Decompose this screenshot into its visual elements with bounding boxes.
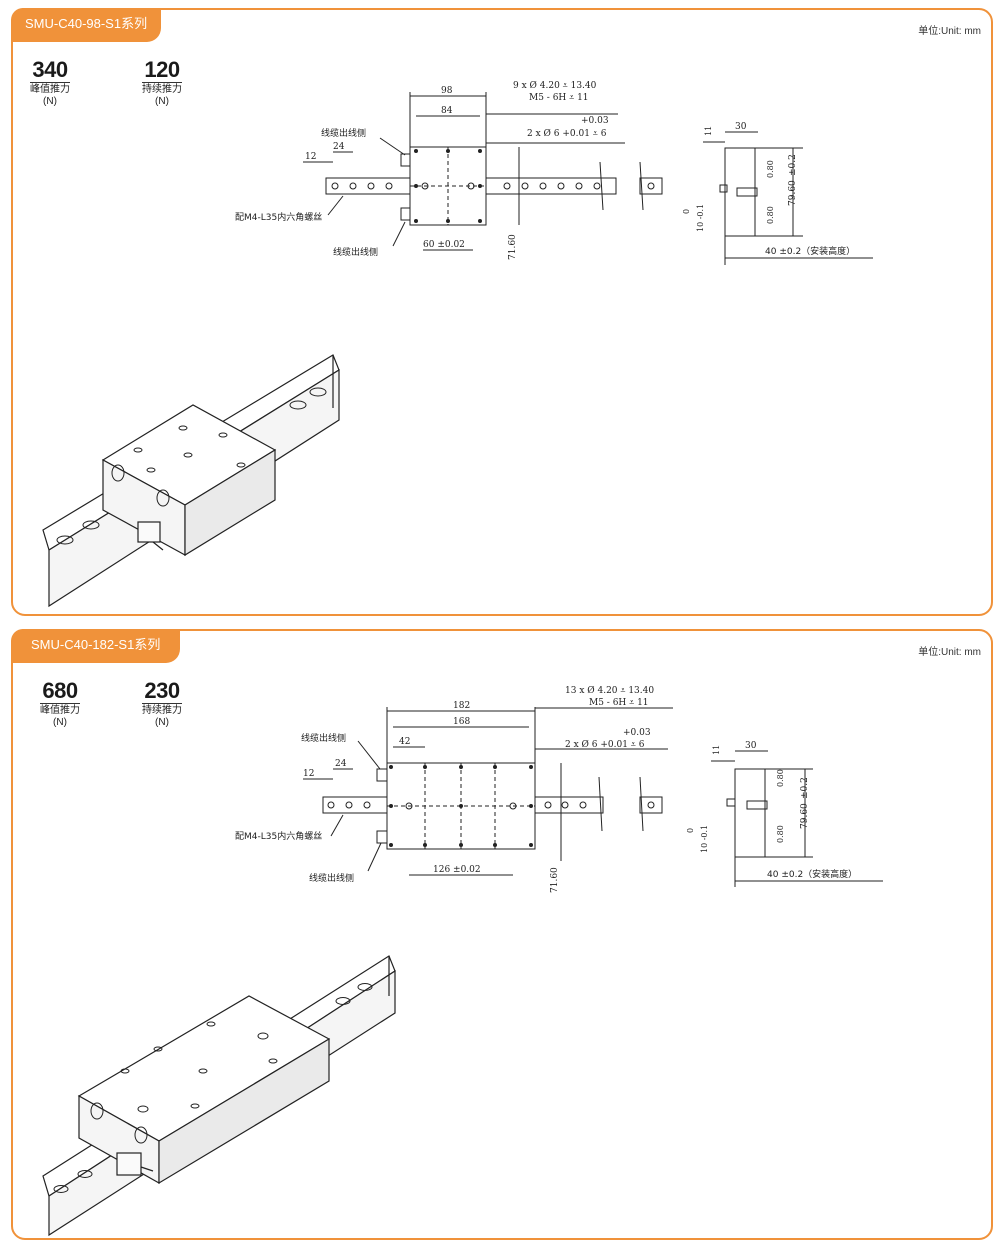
peak-force-label: 峰值推力 <box>40 705 80 716</box>
cable-connector <box>376 768 388 782</box>
cable-side-label: 线缆出线侧 <box>301 732 346 744</box>
dim-holes: 9 x Ø 4.20 ⩡ 13.40 <box>513 80 597 91</box>
side-width: 30 <box>735 122 747 132</box>
continuous-force-label: 持续推力 <box>142 705 182 716</box>
continuous-force: 120 持续推力 (N) <box>137 57 187 108</box>
dim-holes: 13 x Ø 4.20 ⩡ 13.40 <box>565 685 654 696</box>
dim-pitch: 24 <box>333 142 345 152</box>
dim-hole-span: 60 ±0.02 <box>423 240 465 250</box>
side-tol1: 0.80 <box>776 769 785 787</box>
unit-label: 单位:Unit: mm <box>918 647 981 658</box>
mount-height: 40 ±0.2（安装高度） <box>765 245 855 257</box>
dim-tol-top: +0.03 <box>581 116 609 126</box>
cable-connector <box>400 153 411 167</box>
cable-side-label: 线缆出线侧 <box>309 872 354 884</box>
technical-drawing: 182 168 42 24 12 126 ±0.02 71.60 13 x Ø … <box>42 685 883 1237</box>
peak-force-unit: (N) <box>53 717 67 728</box>
peak-force-label: 峰值推力 <box>30 84 70 95</box>
side-gap: 11 <box>712 745 721 755</box>
continuous-force-unit: (N) <box>155 717 169 728</box>
side-neg: 10 -0.1 <box>700 825 709 853</box>
peak-force: 340 峰值推力 (N) <box>25 57 75 108</box>
side-height: 79.60 <box>788 180 798 206</box>
side-view-block <box>724 147 756 237</box>
unit-label: 单位:Unit: mm <box>918 26 981 37</box>
cable-connector <box>376 830 388 844</box>
dim-inner: 84 <box>441 106 453 116</box>
dim-end: 12 <box>305 152 316 162</box>
series-tag: SMU-C40-182-S1系列 <box>11 629 181 663</box>
side-tol2: 0.80 <box>776 825 785 843</box>
side-view-block <box>734 768 766 858</box>
side-tol2: 0.80 <box>766 206 775 224</box>
isometric-illustration <box>42 354 340 608</box>
cable-side-label: 线缆出线侧 <box>321 127 366 139</box>
continuous-force-label: 持续推力 <box>142 84 182 95</box>
dim-thread: M5 - 6H ⩡ 11 <box>589 698 649 708</box>
dim-first: 42 <box>399 737 410 747</box>
technical-drawing: 98 84 24 12 60 ±0.02 71.60 9 x Ø 4.20 ⩡ … <box>42 80 873 608</box>
side-height: 79.60 <box>800 803 810 829</box>
dim-pins: 2 x Ø 6 +0.01 ⩡ 6 <box>527 128 607 139</box>
continuous-force: 230 持续推力 (N) <box>137 678 187 729</box>
side-width: 30 <box>745 741 757 751</box>
cable-side-label: 线缆出线侧 <box>333 246 378 258</box>
side-tol1: 0.80 <box>766 160 775 178</box>
dim-tol-top: +0.03 <box>623 728 651 738</box>
side-neg: 10 -0.1 <box>696 204 705 232</box>
product-panel-182: SMU-C40-182-S1系列 单位:Unit: mm 680 峰值推力 (N… <box>11 629 993 1240</box>
continuous-force-unit: (N) <box>155 96 169 107</box>
continuous-force-value: 120 <box>142 57 182 83</box>
dim-pins: 2 x Ø 6 +0.01 ⩡ 6 <box>565 739 645 750</box>
dim-height: 71.60 <box>550 867 560 893</box>
dim-hole-span: 126 ±0.02 <box>433 865 481 875</box>
side-gap: 11 <box>704 126 713 136</box>
peak-force-unit: (N) <box>43 96 57 107</box>
dim-end: 12 <box>303 769 314 779</box>
dim-inner: 168 <box>453 717 470 727</box>
screw-label: 配M4-L35内六角螺丝 <box>235 211 322 223</box>
side-zero: 0 <box>682 209 691 214</box>
dim-height: 71.60 <box>508 234 518 260</box>
peak-force-value: 340 <box>30 57 70 83</box>
continuous-force-value: 230 <box>142 678 182 704</box>
dim-thread: M5 - 6H ⩡ 11 <box>529 93 589 103</box>
product-panel-98: SMU-C40-98-S1系列 单位:Unit: mm 340 峰值推力 (N)… <box>11 8 993 616</box>
cable-connector <box>400 207 411 221</box>
dim-overall: 182 <box>453 701 470 711</box>
screw-label: 配M4-L35内六角螺丝 <box>235 830 322 842</box>
series-tag: SMU-C40-98-S1系列 <box>11 8 162 42</box>
side-pm: ±0.2 <box>788 154 798 176</box>
side-pm: ±0.2 <box>800 777 810 799</box>
side-zero: 0 <box>686 828 695 833</box>
dim-overall: 98 <box>441 86 453 96</box>
peak-force-value: 680 <box>40 678 80 704</box>
mount-height: 40 ±0.2（安装高度） <box>767 868 857 880</box>
dim-pitch: 24 <box>335 759 347 769</box>
peak-force: 680 峰值推力 (N) <box>35 678 85 729</box>
isometric-illustration <box>42 955 396 1237</box>
